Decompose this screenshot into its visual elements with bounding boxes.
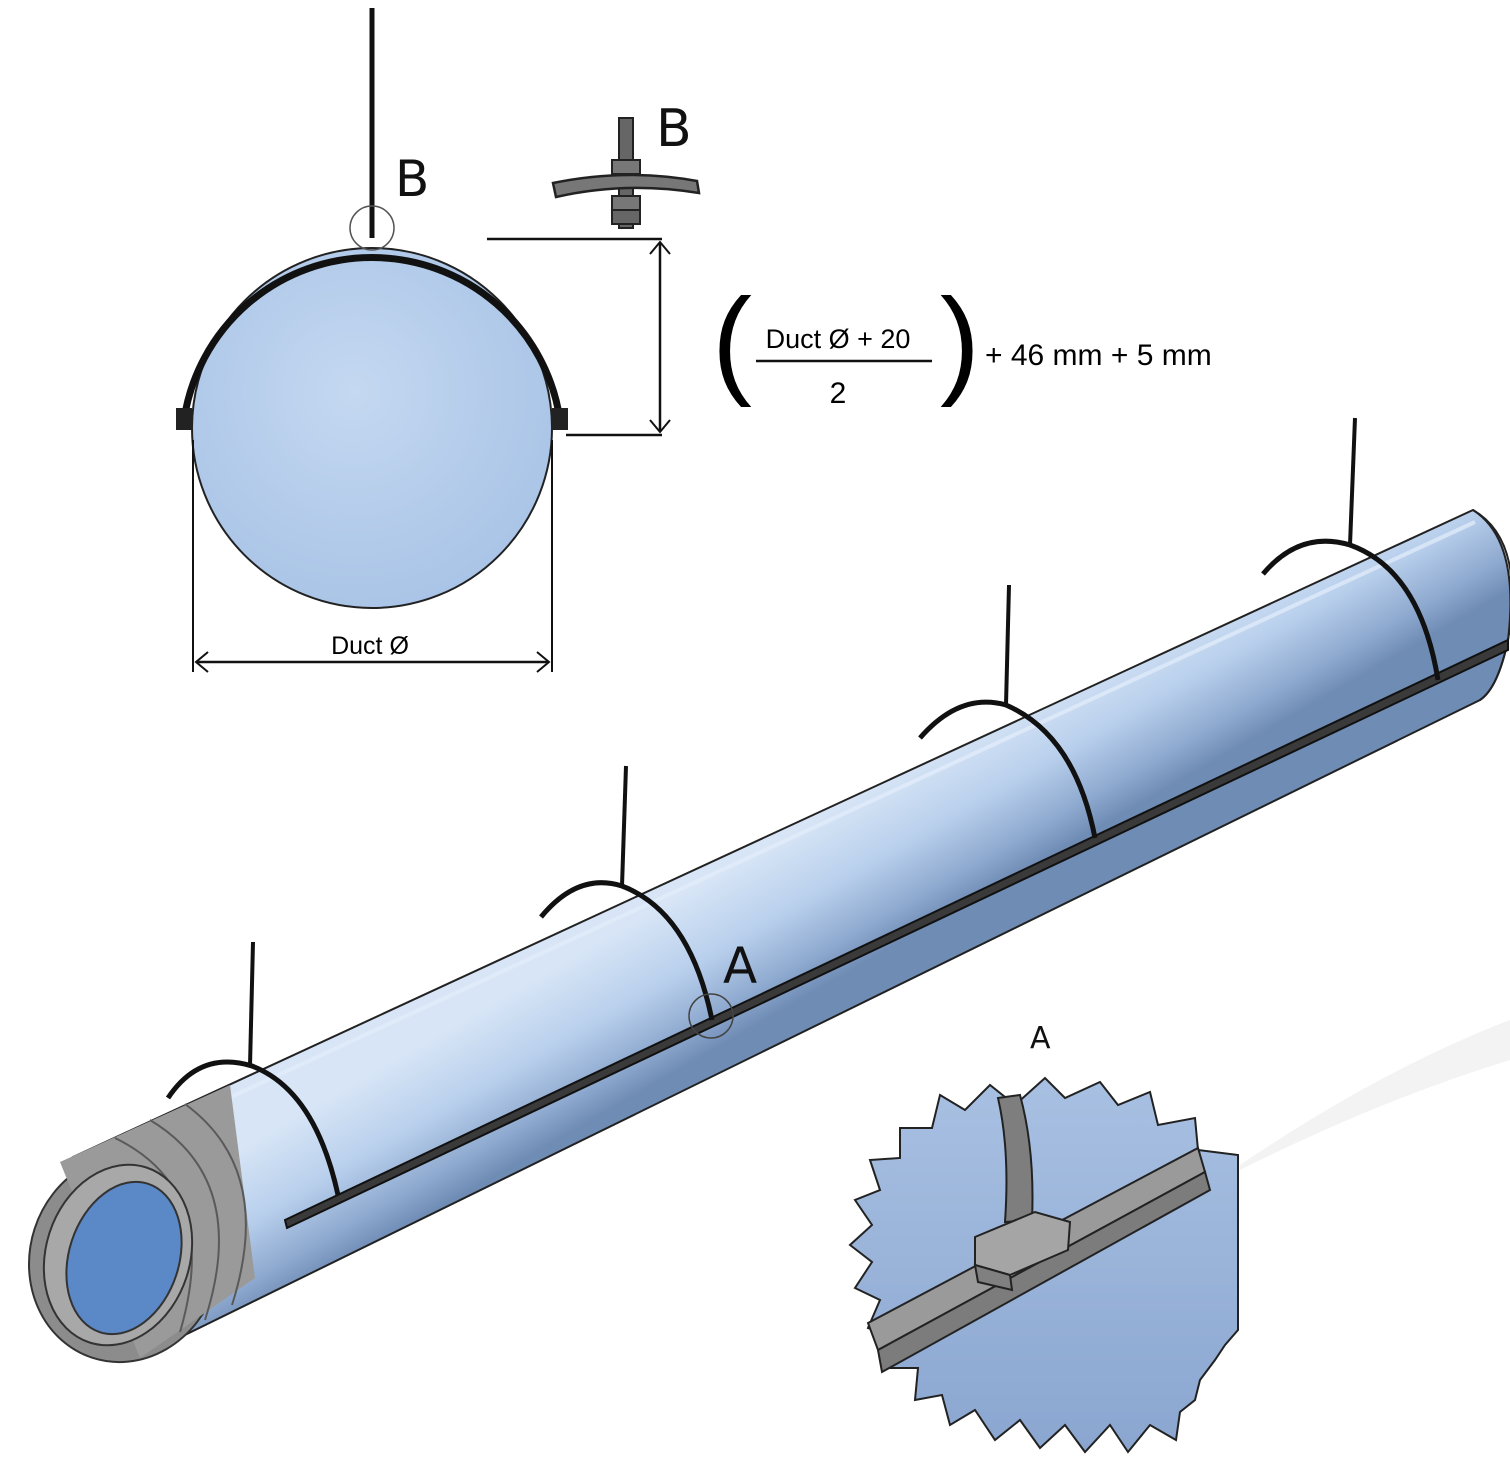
detail-a-clip-front xyxy=(973,1263,1014,1292)
duct-body xyxy=(71,508,1510,1360)
collar-ridge-2 xyxy=(149,1119,220,1321)
detail-b-label-top: B xyxy=(395,150,429,208)
hanger-height-formula: ( Duct Ø + 20 2 ) + 46 mm + 5 mm xyxy=(712,274,1212,410)
hanger-2-rod xyxy=(620,765,628,887)
cross-section-view: B Duct Ø xyxy=(176,8,671,673)
detail-b-bolt: B xyxy=(551,99,701,229)
bolt-nut-bottom-2 xyxy=(611,209,641,225)
hanger-3-rod xyxy=(1004,584,1011,706)
isometric-duct: A xyxy=(28,417,1510,1364)
hanger-1-strap xyxy=(165,1059,341,1196)
hanger-3-strap xyxy=(918,699,1098,839)
detail-a-label-callout: A xyxy=(723,937,757,995)
formula-denominator: 2 xyxy=(830,377,847,410)
hanger-strap xyxy=(180,253,564,421)
arrow-up-icon xyxy=(649,240,671,255)
arrow-down-icon xyxy=(649,419,671,434)
support-rail xyxy=(283,638,1509,1230)
detail-b-label-callout: B xyxy=(656,99,692,159)
strap-end-left xyxy=(176,408,192,430)
duct-inner-opening xyxy=(65,1180,183,1336)
detail-b-marker xyxy=(349,205,395,251)
formula-close-paren: ) xyxy=(940,274,980,408)
formula-suffix: + 46 mm + 5 mm xyxy=(985,339,1212,372)
hanger-4-rod xyxy=(1348,417,1357,546)
hanger-4-strap xyxy=(1261,538,1441,681)
decorative-swoosh xyxy=(1240,1020,1510,1170)
detail-a-marker xyxy=(688,993,734,1039)
strap-end-right xyxy=(552,408,568,430)
collar-ridge-3 xyxy=(184,1103,247,1306)
bolt-nut-top xyxy=(611,159,641,175)
duct-highlight xyxy=(89,520,1476,1164)
duct-far-end xyxy=(1472,509,1510,701)
bolt-strap-section xyxy=(551,173,701,199)
detail-a-zoom: A xyxy=(848,1021,1239,1454)
bolt-nut-bottom xyxy=(611,195,641,211)
arrow-left-icon xyxy=(194,651,209,673)
hanger-1-rod xyxy=(248,941,255,1067)
hanger-2-strap xyxy=(539,880,715,1021)
hanger-2 xyxy=(539,765,715,1021)
detail-a-title: A xyxy=(1030,1021,1051,1056)
arrow-right-icon xyxy=(536,651,551,673)
hanger-1 xyxy=(165,941,341,1196)
duct-diameter-label: Duct Ø xyxy=(331,632,409,660)
duct-collar xyxy=(28,1085,255,1364)
formula-numerator: Duct Ø + 20 xyxy=(766,324,911,354)
hanger-4 xyxy=(1261,417,1441,681)
formula-open-paren: ( xyxy=(712,274,752,408)
hanger-3 xyxy=(918,584,1098,839)
detail-a-rail-lower xyxy=(876,1170,1212,1374)
